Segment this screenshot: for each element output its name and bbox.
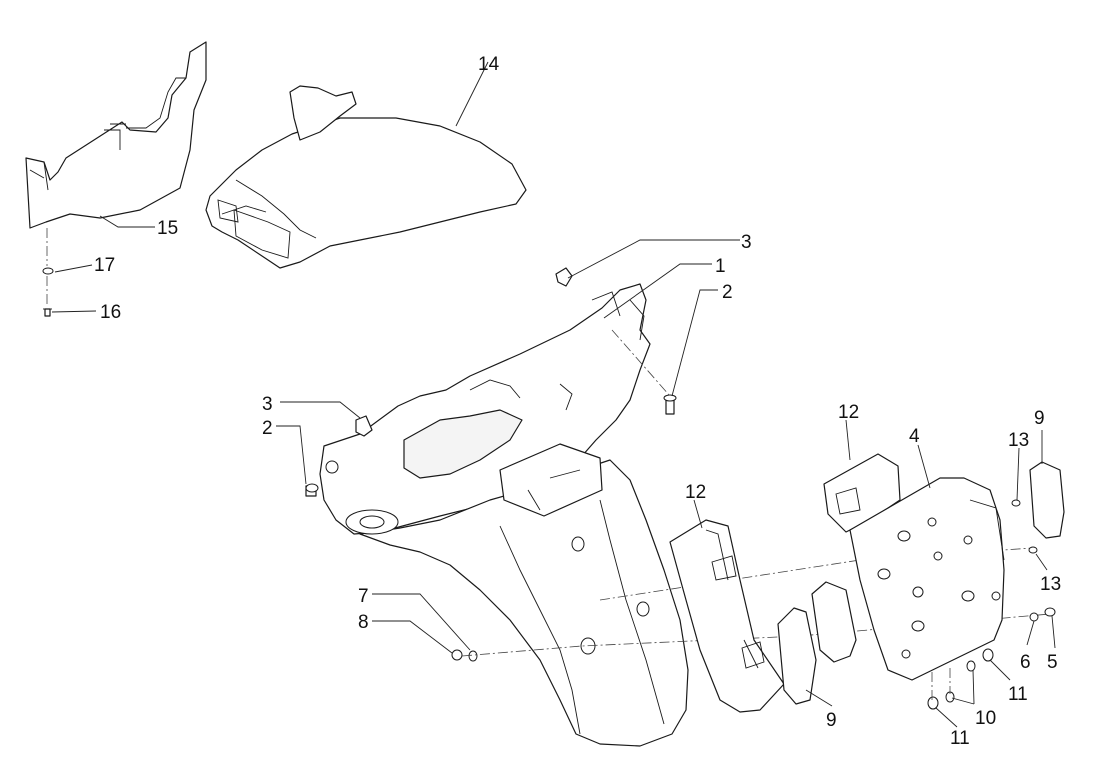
clip-part-3-upper bbox=[555, 267, 573, 287]
callout-1: 1 bbox=[715, 256, 726, 277]
callout-12-right: 12 bbox=[838, 402, 859, 423]
callout-6: 6 bbox=[1020, 652, 1031, 673]
callout-9-left: 9 bbox=[826, 710, 837, 731]
washer-part-7 bbox=[468, 650, 478, 662]
washer-part-6 bbox=[1029, 612, 1039, 622]
nut-part-10-a bbox=[966, 660, 976, 672]
screw-part-13-lower bbox=[1028, 546, 1038, 554]
callout-11-right: 11 bbox=[1008, 684, 1028, 705]
callout-3-left: 3 bbox=[262, 394, 273, 415]
callout-3-upper: 3 bbox=[741, 232, 752, 253]
assembly-axis-2 bbox=[611, 329, 671, 397]
mudguard-body-part-1 bbox=[319, 283, 689, 747]
rubber-pad-part-12-left bbox=[669, 519, 785, 713]
screw-part-16 bbox=[43, 308, 52, 317]
spacer-part-9-middle bbox=[811, 581, 857, 663]
side-cover-part-15 bbox=[25, 41, 207, 229]
callout-13-lower: 13 bbox=[1040, 574, 1061, 595]
nut-part-8 bbox=[451, 649, 463, 661]
screw-part-13-upper bbox=[1011, 499, 1021, 507]
callout-5: 5 bbox=[1047, 652, 1058, 673]
screw-part-2-left bbox=[305, 483, 319, 497]
callout-4: 4 bbox=[909, 426, 920, 447]
clip-part-3-left bbox=[355, 415, 373, 437]
washer-part-11-a bbox=[982, 648, 994, 662]
screw-part-2-right bbox=[663, 394, 677, 415]
washer-part-17 bbox=[42, 267, 54, 275]
spacer-part-9-right bbox=[1029, 461, 1065, 539]
callout-15: 15 bbox=[157, 218, 178, 239]
callout-2-upper: 2 bbox=[722, 282, 733, 303]
callout-9-right: 9 bbox=[1034, 408, 1045, 429]
callout-2-left: 2 bbox=[262, 418, 273, 439]
callout-10: 10 bbox=[975, 708, 996, 729]
callout-8: 8 bbox=[358, 612, 369, 633]
spacer-part-9-left bbox=[777, 607, 817, 705]
callout-7: 7 bbox=[358, 586, 369, 607]
callout-14: 14 bbox=[478, 54, 500, 75]
assembly-axis-washers bbox=[931, 668, 951, 700]
leader-lines bbox=[51, 61, 1056, 728]
callout-11-left: 11 bbox=[950, 728, 970, 749]
callout-16: 16 bbox=[100, 302, 121, 323]
callout-17: 17 bbox=[94, 255, 115, 276]
washer-part-11-b bbox=[927, 696, 939, 710]
callout-13-upper: 13 bbox=[1008, 430, 1029, 451]
rear-mudguard-part-14 bbox=[205, 85, 527, 269]
callout-12-left: 12 bbox=[685, 482, 706, 503]
screw-part-5 bbox=[1044, 607, 1056, 617]
license-plate-holder-part-4 bbox=[849, 477, 1005, 681]
